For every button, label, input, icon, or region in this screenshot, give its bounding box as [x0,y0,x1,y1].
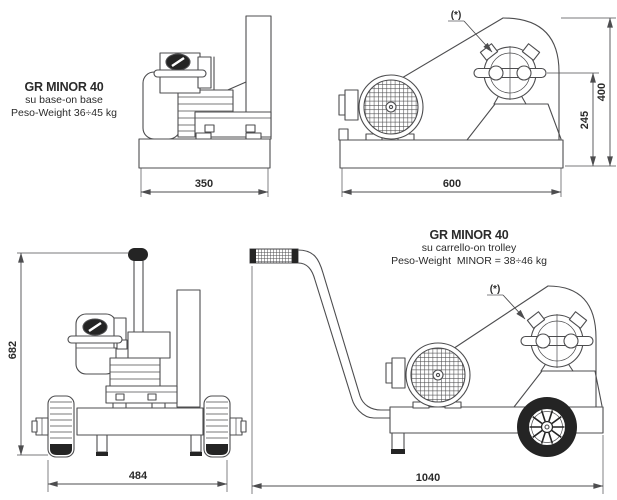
pump-trolley-side-drawing [249,248,604,457]
view-base-side: (*) 600 245 400 [338,10,616,197]
chassis-foot [391,432,405,452]
motor-junction-box [344,89,359,121]
dim-1040: 1040 [251,266,604,494]
trolley-version-subtitle: su carrello-on trolley [421,242,517,254]
clamp-tab [521,43,541,61]
view-trolley-front: 682 484 [7,248,247,492]
port-annotation: (*) [487,284,526,320]
pump-base-front-drawing [138,15,272,169]
base-version-caption: GR MINOR 40 su base-on base Peso-Weight … [6,80,122,119]
clamp-lever-bar [153,69,207,78]
annotation-arrow [463,20,493,53]
dim-label-400: 400 [596,83,608,101]
port-annotation: (*) [448,10,493,53]
pump-pedestal [513,370,603,408]
port-marker-label: (*) [490,284,501,295]
chassis-leg [96,434,108,453]
handle-tube [297,249,392,411]
base-version-subtitle: su base-on base [25,94,103,106]
base-plate [138,138,271,169]
view-base-front: 350 [138,15,272,197]
mount-foot [112,402,127,409]
wheel-left [31,395,75,458]
clamp-tab [526,311,546,329]
mount-foot [245,132,262,140]
dim-350: 350 [140,168,269,197]
trolley-wheel [517,397,577,457]
dim-label-350: 350 [195,178,213,190]
handle-grip [249,248,299,264]
chassis-leg [190,434,202,453]
dim-682: 682 [7,252,128,456]
hub [540,420,554,434]
dim-label-1040: 1040 [416,472,440,484]
base-version-weight: Peso-Weight 36÷45 kg [11,106,117,119]
trolley-version-caption: GR MINOR 40 su carrello-on trolley Peso-… [389,228,549,267]
handle-grip-end [128,248,148,261]
base-version-title: GR MINOR 40 [24,80,104,94]
dim-label-245: 245 [579,111,591,129]
port-marker-label: (*) [451,10,462,21]
wheel-right [203,395,247,458]
dim-600: 600 [341,168,562,197]
base-plate [339,139,564,169]
mount-foot [195,132,212,140]
spokes [529,410,565,444]
trolley-chassis [76,407,204,436]
dim-label-600: 600 [443,178,461,190]
trolley-version-weight: Peso-Weight MINOR = 38÷46 kg [391,254,547,267]
dim-label-484: 484 [129,470,148,482]
dim-label-682: 682 [7,341,19,359]
pump-pedestal [466,103,562,141]
clamp-tab [568,311,588,329]
trolley-version-title: GR MINOR 40 [429,228,509,242]
motor-body [127,331,171,359]
annotation-arrow [502,294,526,320]
dim-400: 400 [561,17,616,167]
mount-foot [151,402,166,409]
dim-245: 245 [547,72,599,167]
clamp-lever-bar [67,335,123,344]
dim-484: 484 [47,460,228,492]
pump-base-side-drawing [338,17,564,169]
leg-foot-pad [96,452,108,456]
view-trolley-side: (*) 1040 [249,248,604,494]
foot-pad [391,449,405,454]
motor-junction-box [391,357,406,389]
leg-foot-pad [190,452,202,456]
pump-trolley-front-drawing [31,248,247,458]
pump-casing-edge [176,289,201,408]
